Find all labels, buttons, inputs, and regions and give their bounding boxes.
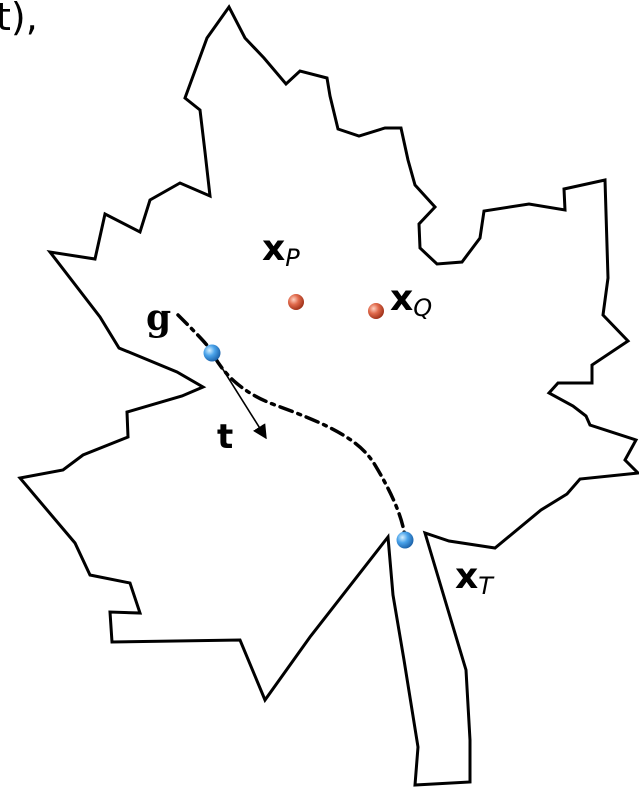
label-t: t: [217, 417, 233, 457]
label-xP: xP: [262, 228, 300, 272]
label-xT-sub: T: [478, 572, 495, 600]
label-xP-main: x: [262, 228, 285, 269]
label-xT-main: x: [455, 556, 478, 597]
corner-text: t),: [0, 0, 38, 39]
point-xQ: [368, 303, 384, 319]
label-xP-sub: P: [285, 244, 300, 272]
tangent-arrow: [211, 351, 267, 440]
label-xQ: xQ: [390, 278, 432, 322]
label-xQ-sub: Q: [413, 294, 432, 322]
label-g: g: [146, 297, 171, 339]
point-g: [203, 344, 221, 362]
point-xT: [396, 531, 414, 549]
point-xP: [288, 294, 304, 310]
leaf-outline: [17, 4, 639, 787]
label-xQ-main: x: [390, 278, 413, 319]
label-xT: xT: [455, 556, 495, 600]
